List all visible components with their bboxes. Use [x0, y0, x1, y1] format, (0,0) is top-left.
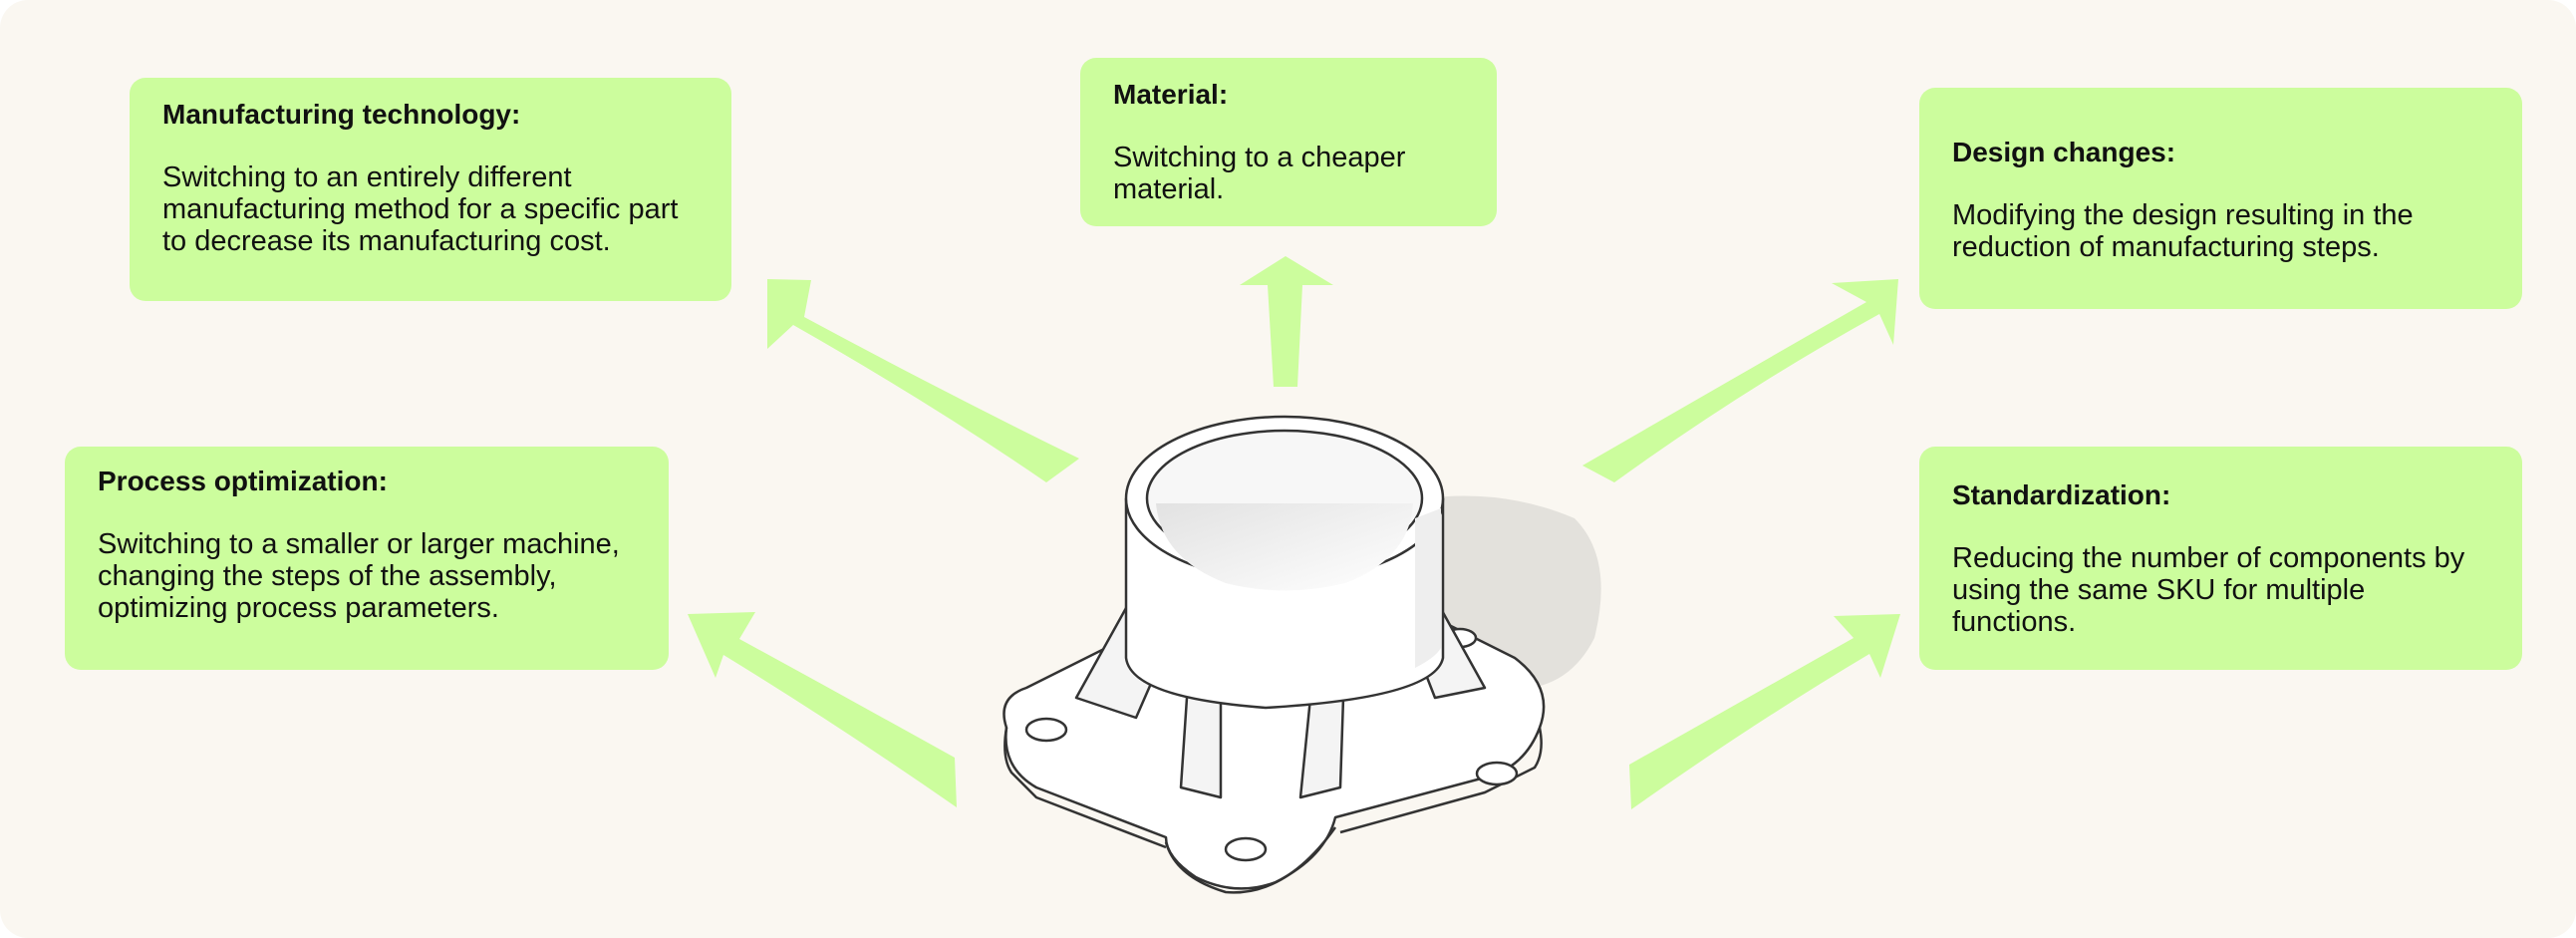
arrow-to-process: [688, 612, 957, 807]
card-body: Reducing the number of components by usi…: [1952, 542, 2465, 638]
arrow-to-design: [1582, 279, 1898, 482]
card-process-optimization: Process optimization: Switching to a sma…: [65, 447, 669, 670]
card-body: Switching to a smaller or larger machine…: [98, 528, 620, 624]
card-manufacturing-technology: Manufacturing technology: Switching to a…: [130, 78, 731, 301]
card-design-changes: Design changes: Modifying the design res…: [1919, 88, 2522, 309]
card-title: Design changes:: [1952, 137, 2176, 167]
arrow-to-material: [1240, 256, 1333, 387]
arrow-to-standardization: [1629, 614, 1900, 809]
card-title: Manufacturing technology:: [162, 99, 521, 130]
arrow-to-manufacturing: [767, 279, 1079, 482]
card-material: Material: Switching to a cheaper materia…: [1080, 58, 1497, 226]
card-title: Standardization:: [1952, 479, 2171, 510]
card-body: Switching to a cheaper material.: [1113, 142, 1406, 205]
card-body: Modifying the design resulting in the re…: [1952, 199, 2414, 263]
card-title: Process optimization:: [98, 466, 388, 496]
card-title: Material:: [1113, 79, 1229, 110]
card-standardization: Standardization: Reducing the number of …: [1919, 447, 2522, 670]
card-body: Switching to an entirely different manuf…: [162, 161, 679, 257]
